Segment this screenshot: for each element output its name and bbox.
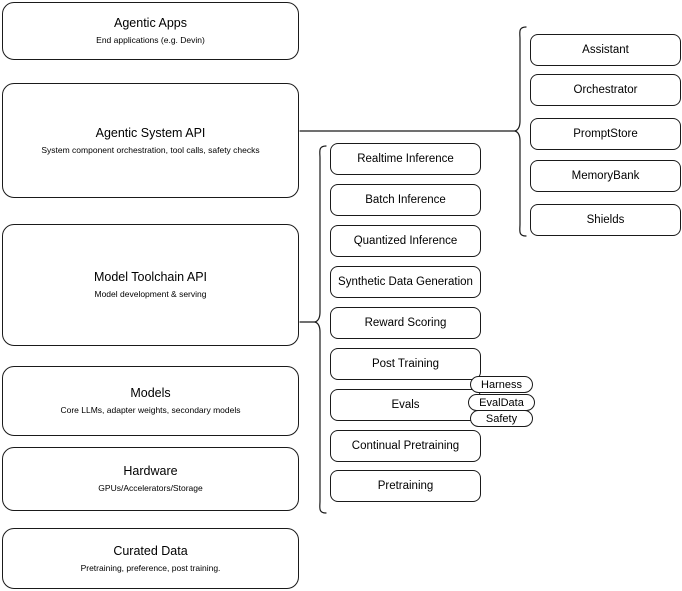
stack-layer-subtitle: System component orchestration, tool cal…	[41, 144, 260, 155]
stack-layer-title: Agentic System API	[95, 125, 206, 140]
stack-layer-title: Model Toolchain API	[93, 270, 208, 284]
toolchain-item-label: Synthetic Data Generation	[338, 275, 473, 288]
stack-layer-subtitle: Core LLMs, adapter weights, secondary mo…	[60, 405, 241, 415]
toolchain-item-evals[interactable]: Evals	[330, 389, 481, 421]
toolchain-item-label: Reward Scoring	[364, 316, 447, 329]
toolchain-item-realtime-inference[interactable]: Realtime Inference	[330, 143, 481, 175]
stack-layer-agentic-system-api[interactable]: Agentic System API System component orch…	[2, 83, 299, 198]
agentic-item-label: Orchestrator	[573, 83, 638, 96]
stack-layer-curated-data[interactable]: Curated Data Pretraining, preference, po…	[2, 528, 299, 589]
toolchain-item-quantized-inference[interactable]: Quantized Inference	[330, 225, 481, 257]
toolchain-item-reward-scoring[interactable]: Reward Scoring	[330, 307, 481, 339]
toolchain-item-label: Evals	[391, 398, 420, 411]
stack-layer-title: Models	[130, 386, 171, 400]
toolchain-item-label: Realtime Inference	[357, 152, 454, 165]
stack-layer-title: Agentic Apps	[114, 16, 187, 30]
stack-layer-subtitle: Pretraining, preference, post training.	[80, 562, 221, 573]
toolchain-item-label: Quantized Inference	[353, 234, 458, 247]
stack-layer-model-toolchain-api[interactable]: Model Toolchain API Model development & …	[2, 224, 299, 346]
toolchain-item-label: Pretraining	[377, 479, 434, 492]
eval-pill-label: Safety	[485, 412, 518, 425]
agentic-item-label: Shields	[586, 213, 625, 226]
agentic-item-shields[interactable]: Shields	[530, 204, 681, 236]
toolchain-item-batch-inference[interactable]: Batch Inference	[330, 184, 481, 216]
agentic-item-promptstore[interactable]: PromptStore	[530, 118, 681, 150]
stack-layer-hardware[interactable]: Hardware GPUs/Accelerators/Storage	[2, 447, 299, 511]
toolchain-item-label: Batch Inference	[365, 193, 446, 206]
stack-layer-title: Curated Data	[113, 543, 188, 558]
agentic-item-memorybank[interactable]: MemoryBank	[530, 160, 681, 192]
toolchain-item-label: Continual Pretraining	[351, 439, 460, 452]
stack-layer-subtitle: GPUs/Accelerators/Storage	[98, 483, 203, 493]
stack-layer-agentic-apps[interactable]: Agentic Apps End applications (e.g. Devi…	[2, 2, 299, 60]
toolchain-brace	[314, 145, 327, 514]
toolchain-item-continual-pretraining[interactable]: Continual Pretraining	[330, 430, 481, 462]
toolchain-item-synthetic-data-generation[interactable]: Synthetic Data Generation	[330, 266, 481, 298]
agentic-item-label: Assistant	[582, 43, 629, 56]
eval-pill-safety[interactable]: Safety	[470, 410, 533, 427]
eval-pill-label: EvalData	[479, 396, 524, 409]
eval-pill-harness[interactable]: Harness	[470, 376, 533, 393]
agentic-item-orchestrator[interactable]: Orchestrator	[530, 74, 681, 106]
toolchain-item-pretraining[interactable]: Pretraining	[330, 470, 481, 502]
agentic-item-assistant[interactable]: Assistant	[530, 34, 681, 66]
agentic-item-label: MemoryBank	[571, 169, 640, 182]
toolchain-item-post-training[interactable]: Post Training	[330, 348, 481, 380]
agentic-item-label: PromptStore	[573, 127, 638, 140]
stack-layer-models[interactable]: Models Core LLMs, adapter weights, secon…	[2, 366, 299, 436]
eval-pill-label: Harness	[481, 378, 522, 391]
stack-layer-subtitle: End applications (e.g. Devin)	[96, 35, 205, 45]
agentic-brace	[514, 26, 527, 237]
toolchain-item-label: Post Training	[371, 357, 440, 370]
stack-layer-subtitle: Model development & serving	[94, 289, 207, 299]
eval-pill-evaldata[interactable]: EvalData	[468, 394, 535, 411]
stack-layer-title: Hardware	[123, 464, 178, 478]
